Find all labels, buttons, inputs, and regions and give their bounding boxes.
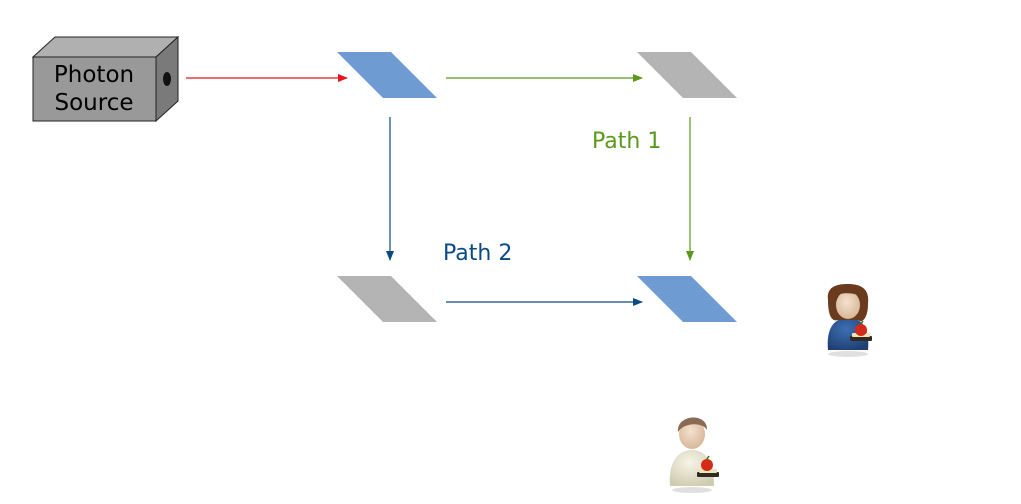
source-top-face <box>31 36 180 58</box>
observer-man-icon <box>669 417 719 493</box>
source-label-line1: Photon <box>54 62 134 88</box>
output-beam-splitter <box>637 276 737 322</box>
path2-label: Path 2 <box>443 241 512 266</box>
path1-label: Path 1 <box>592 129 661 154</box>
source-front-face <box>32 56 157 122</box>
source-aperture <box>163 72 171 86</box>
photon-source: Photon Source <box>31 35 180 123</box>
input-beam-splitter <box>337 52 437 98</box>
lower-mirror <box>337 276 437 322</box>
source-label-line2: Source <box>55 90 134 116</box>
observer-woman-icon <box>827 284 872 357</box>
upper-mirror <box>637 52 737 98</box>
